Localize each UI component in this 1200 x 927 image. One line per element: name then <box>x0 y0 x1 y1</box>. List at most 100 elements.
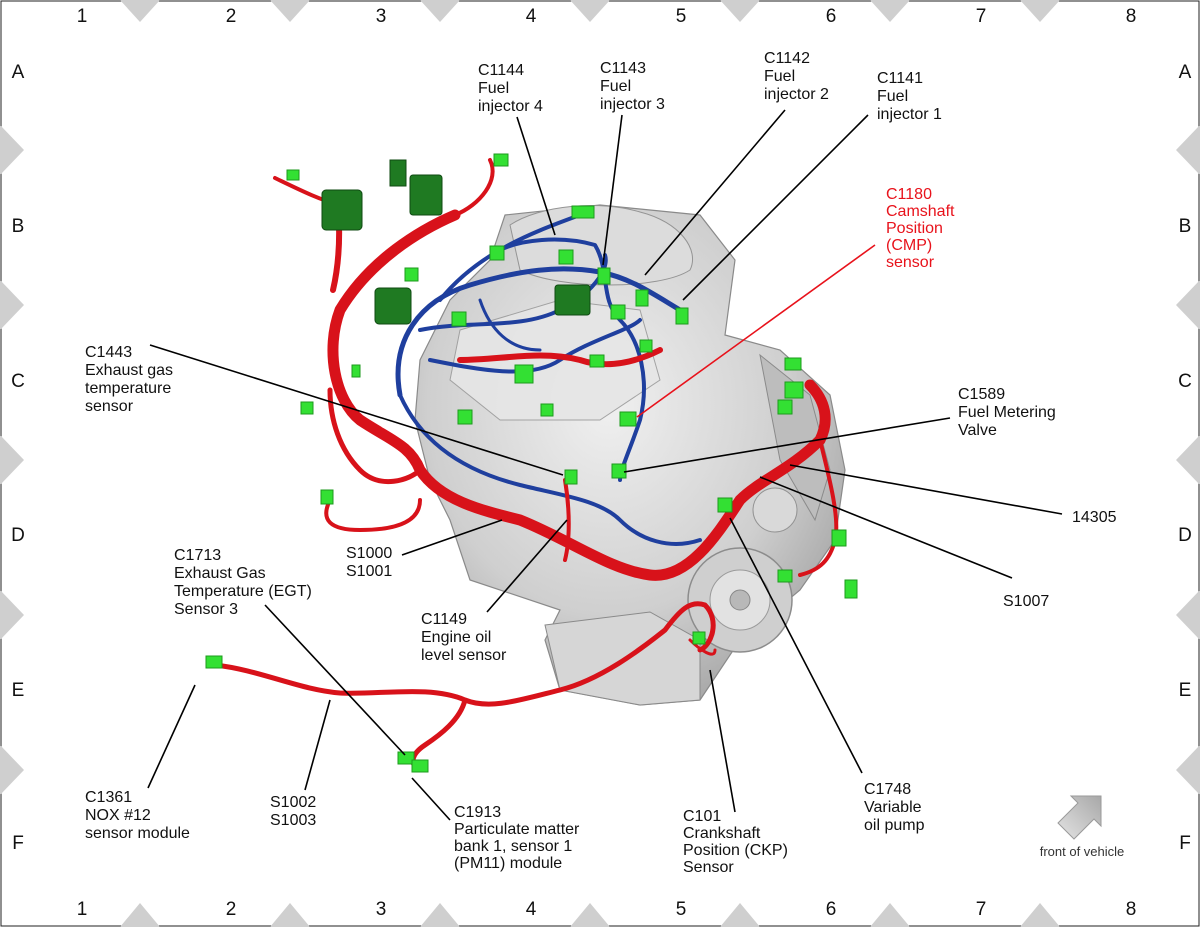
label-c101-line1: C101 <box>683 808 721 825</box>
leader-c1589 <box>623 417 951 473</box>
front-of-vehicle-indicator: front of vehicle <box>1040 795 1124 859</box>
label-c1144-line3: injector 4 <box>478 98 543 115</box>
label-c1913-line3: bank 1, sensor 1 <box>454 838 572 855</box>
grid-col-8-bottom: 8 <box>1126 899 1137 920</box>
grid-col-6-top: 6 <box>826 6 837 27</box>
grid-row-f-right: F <box>1179 833 1191 854</box>
label-c1142-line1: C1142 <box>764 50 810 67</box>
label-c1713-line1: C1713 <box>174 547 221 564</box>
label-c1443-line4: sensor <box>85 398 134 415</box>
leader-c1748 <box>729 517 863 774</box>
label-s1000-line2: S1001 <box>346 563 392 580</box>
label-c101-line3: Position (CKP) <box>683 842 788 859</box>
label-14305-line1: 14305 <box>1072 509 1117 526</box>
label-c1141: C1141 Fuel injector 1 <box>877 70 942 123</box>
grid-markers-left <box>0 125 24 795</box>
grid-row-d-right: D <box>1178 525 1192 546</box>
leader-c1141 <box>682 114 869 301</box>
leader-c1913 <box>411 777 451 821</box>
label-c1149: C1149 Engine oil level sensor <box>421 611 507 664</box>
grid-col-8-top: 8 <box>1126 6 1137 27</box>
label-c1143: C1143 Fuel injector 3 <box>600 60 665 113</box>
label-c1361-line1: C1361 <box>85 789 132 806</box>
label-c1180-line3: Position <box>886 220 943 237</box>
label-c1143-line2: Fuel <box>600 78 631 95</box>
label-c1443-line2: Exhaust gas <box>85 362 173 379</box>
label-c1443-line3: temperature <box>85 380 171 397</box>
leader-c1149 <box>486 519 568 613</box>
label-c1443: C1443 Exhaust gas temperature sensor <box>85 344 178 415</box>
grid-col-2-bottom: 2 <box>226 899 237 920</box>
label-c1589-line3: Valve <box>958 422 997 439</box>
label-s1007: S1007 <box>1003 593 1049 610</box>
leader-c1144 <box>516 116 556 236</box>
grid-row-d-left: D <box>11 525 25 546</box>
leader-c1713 <box>264 604 406 756</box>
label-c1149-line2: Engine oil <box>421 629 491 646</box>
grid-col-4-top: 4 <box>526 6 537 27</box>
leader-lines <box>147 109 1063 821</box>
label-c1913: C1913 Particulate matter bank 1, sensor … <box>454 804 584 872</box>
label-c1149-line3: level sensor <box>421 647 507 664</box>
label-c1361-line2: NOX #12 <box>85 807 151 824</box>
label-c1748-line1: C1748 <box>864 781 911 798</box>
leader-c1143 <box>602 114 623 266</box>
label-c1913-line1: C1913 <box>454 804 501 821</box>
grid-markers-right <box>1176 125 1200 795</box>
label-s1000: S1000 S1001 <box>346 545 397 580</box>
leader-c1180 <box>636 244 876 418</box>
label-c1143-line1: C1143 <box>600 60 646 77</box>
grid-row-e-right: E <box>1179 680 1192 701</box>
label-c1748-line2: Variable <box>864 799 922 816</box>
label-c1180-line1: C1180 <box>886 186 932 203</box>
label-c1589-line2: Fuel Metering <box>958 404 1056 421</box>
label-c1180-line2: Camshaft <box>886 203 955 220</box>
grid-col-7-top: 7 <box>976 6 987 27</box>
leader-c1142 <box>644 109 786 276</box>
label-c1144-line1: C1144 <box>478 62 524 79</box>
label-s1000-line1: S1000 <box>346 545 392 562</box>
grid-col-1-bottom: 1 <box>77 899 88 920</box>
label-c101-line4: Sensor <box>683 859 734 876</box>
leader-s1002 <box>304 699 331 791</box>
grid-col-1-top: 1 <box>77 6 88 27</box>
grid-col-3-top: 3 <box>376 6 387 27</box>
label-14305: 14305 <box>1072 509 1117 526</box>
label-c1361: C1361 NOX #12 sensor module <box>85 789 190 842</box>
main-harness <box>212 158 839 773</box>
label-c1713-line2: Exhaust Gas <box>174 565 266 582</box>
grid-row-a-left: A <box>12 62 25 83</box>
large-connectors <box>321 159 591 325</box>
label-s1002-line2: S1003 <box>270 812 316 829</box>
label-c1180: C1180 Camshaft Position (CMP) sensor <box>886 186 959 271</box>
label-s1007-line1: S1007 <box>1003 593 1049 610</box>
grid-rows-left: A B C D E F <box>11 62 25 854</box>
grid-col-2-top: 2 <box>226 6 237 27</box>
label-c1141-line1: C1141 <box>877 70 923 87</box>
grid-row-c-right: C <box>1178 371 1192 392</box>
grid-col-7-bottom: 7 <box>976 899 987 920</box>
grid-col-5-bottom: 5 <box>676 899 687 920</box>
leader-s1000 <box>401 519 503 556</box>
label-c101-line2: Crankshaft <box>683 825 761 842</box>
grid-markers-bottom <box>120 903 1060 927</box>
grid-row-b-left: B <box>12 216 25 237</box>
leader-c1443 <box>149 344 564 476</box>
grid-col-5-top: 5 <box>676 6 687 27</box>
label-c1144-line2: Fuel <box>478 80 509 97</box>
grid-markers-top <box>120 0 1060 22</box>
label-c101: C101 Crankshaft Position (CKP) Sensor <box>683 808 792 876</box>
grid-row-b-right: B <box>1179 216 1192 237</box>
leader-c1361 <box>147 684 196 789</box>
grid-row-a-right: A <box>1179 62 1192 83</box>
label-c1913-line4: (PM11) module <box>454 855 562 872</box>
leader-s1007 <box>759 476 1013 579</box>
engine-block <box>414 204 846 706</box>
label-c1142-line2: Fuel <box>764 68 795 85</box>
label-c1913-line2: Particulate matter <box>454 821 580 838</box>
grid-rows-right: A B C D E F <box>1178 62 1192 854</box>
grid-col-3-bottom: 3 <box>376 899 387 920</box>
grid-col-6-bottom: 6 <box>826 899 837 920</box>
label-c1713-line3: Temperature (EGT) <box>174 583 312 600</box>
